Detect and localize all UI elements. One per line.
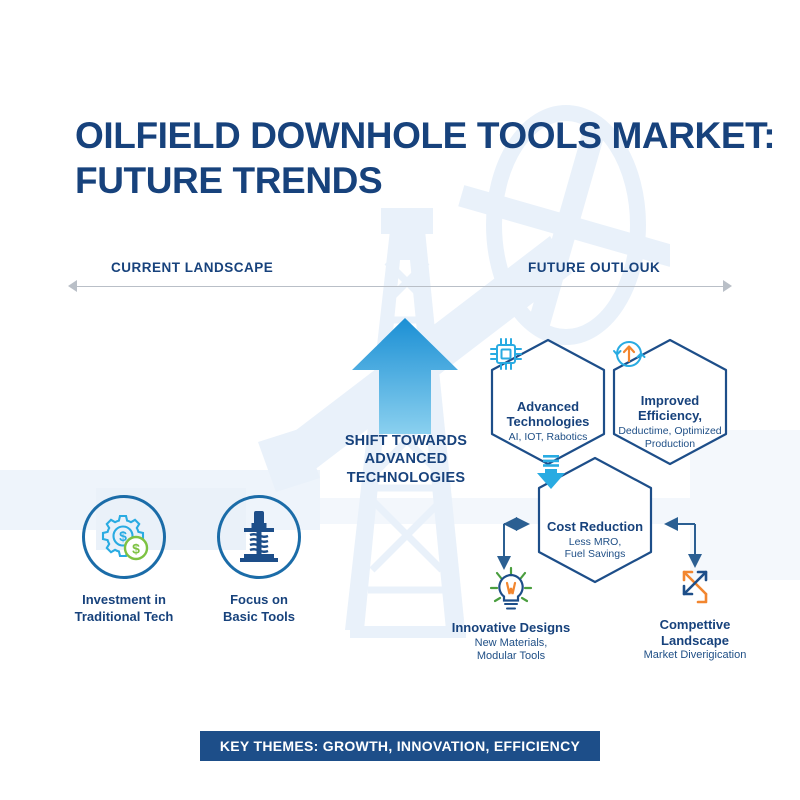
node-sub-line-2: Modular Tools <box>476 650 546 663</box>
node-subtitle: Market Diverigication <box>610 649 780 663</box>
node-title-line-2: Traditional Tech <box>74 608 174 624</box>
hex-improved-efficiency[interactable]: Improved Efficiency, Deductime, Optimize… <box>611 337 729 467</box>
axis-label-future-outlook: FUTURE OUTLOUK <box>528 260 661 275</box>
hex-content: Advanced Technologies AI, IOT, Rabotics <box>489 337 607 467</box>
shift-towards-label: SHIFT TOWARDS ADVANCED TECHNOLOGIES <box>327 432 485 487</box>
hex-title: Improved Efficiency, <box>638 393 702 423</box>
hex-title-line-1: Cost Reduction <box>546 518 644 534</box>
hex-subtitle: Deductime, Optimized Production <box>604 425 736 450</box>
shift-line-3: TECHNOLOGIES <box>346 469 466 486</box>
node-sub-line-1: New Materials, <box>474 636 548 649</box>
up-arrow-icon <box>352 318 458 434</box>
hex-sub-line-1: Less MRO, <box>568 535 622 548</box>
node-label: Investment in Traditional Tech <box>44 592 204 626</box>
key-themes-label: KEY THEMES: GROWTH, INNOVATION, EFFICIEN… <box>219 738 581 754</box>
axis-arrow-left-icon <box>68 280 77 292</box>
svg-text:$: $ <box>132 541 140 557</box>
title-line-2: FUTURE TRENDS <box>75 160 383 202</box>
gear-dollar-icon: $ $ <box>101 514 149 561</box>
node-competitive-landscape[interactable]: Compettive Landscape Market Diverigicati… <box>610 563 780 663</box>
page-title: OILFIELD DOWNHOLE TOOLS MARKET: FUTURE T… <box>75 113 776 203</box>
circle-ring: $ $ <box>82 495 166 579</box>
node-sub-line-1: Market Diverigication <box>643 649 747 662</box>
node-focus-basic-tools[interactable]: Focus on Basic Tools <box>179 495 339 626</box>
svg-text:$: $ <box>119 528 127 544</box>
hex-title: Advanced Technologies <box>507 399 590 429</box>
node-title-line-1: Innovative Designs <box>451 620 571 635</box>
hex-title-line-1: Advanced <box>516 399 580 415</box>
axis-arrow-right-icon <box>723 280 732 292</box>
node-title-line-1: Compettive <box>659 617 731 632</box>
hex-subtitle: AI, IOT, Rabotics <box>482 431 614 443</box>
title-line-1: OILFIELD DOWNHOLE TOOLS MARKET: <box>75 115 776 156</box>
hex-subtitle: Less MRO, Fuel Savings <box>529 536 661 561</box>
hex-title: Cost Reduction <box>547 519 643 534</box>
hexagon-outline <box>612 338 728 466</box>
node-innovative-designs[interactable]: Innovative Designs New Materials, Modula… <box>426 566 596 664</box>
hex-sub-line-1: AI, IOT, Rabotics <box>508 431 588 444</box>
node-title-line-2: Basic Tools <box>222 608 295 624</box>
axis-label-current-landscape: CURRENT LANDSCAPE <box>111 260 274 275</box>
hex-sub-line-2: Production <box>644 437 696 450</box>
hex-cost-reduction[interactable]: Cost Reduction Less MRO, Fuel Savings <box>536 455 654 585</box>
node-label: Focus on Basic Tools <box>179 592 339 626</box>
node-title-line-1: Focus on <box>230 592 288 607</box>
shift-line-2: ADVANCED <box>364 451 448 468</box>
node-title-line-2: Landscape <box>661 632 729 648</box>
node-investment-traditional-tech[interactable]: $ $ Investment in Traditional Tech <box>44 495 204 626</box>
shuffle-arrows-icon <box>610 563 780 611</box>
hex-sub-line-1: Deductime, Optimized <box>618 425 722 438</box>
timeline-axis <box>75 286 725 287</box>
hex-sub-line-2: Fuel Savings <box>564 548 626 561</box>
lightbulb-icon <box>426 566 596 614</box>
circle-ring <box>217 495 301 579</box>
hex-content: Improved Efficiency, Deductime, Optimize… <box>611 337 729 467</box>
hex-title-line-1: Improved <box>640 393 700 409</box>
key-themes-banner: KEY THEMES: GROWTH, INNOVATION, EFFICIEN… <box>200 731 600 761</box>
hexagon-outline <box>537 456 653 584</box>
drill-tool-icon <box>240 511 278 562</box>
hex-title-line-2: Technologies <box>506 414 590 430</box>
hex-advanced-technologies[interactable]: Advanced Technologies AI, IOT, Rabotics <box>489 337 607 467</box>
node-title-line-1: Investment in <box>82 592 166 607</box>
shift-line-1: SHIFT TOWARDS <box>344 433 468 449</box>
node-title: Innovative Designs <box>426 620 596 636</box>
hex-content: Cost Reduction Less MRO, Fuel Savings <box>536 455 654 585</box>
hexagon-outline <box>490 338 606 466</box>
node-title: Compettive Landscape <box>610 617 780 648</box>
hex-title-line-2: Efficiency, <box>637 408 703 424</box>
node-subtitle: New Materials, Modular Tools <box>426 637 596 665</box>
